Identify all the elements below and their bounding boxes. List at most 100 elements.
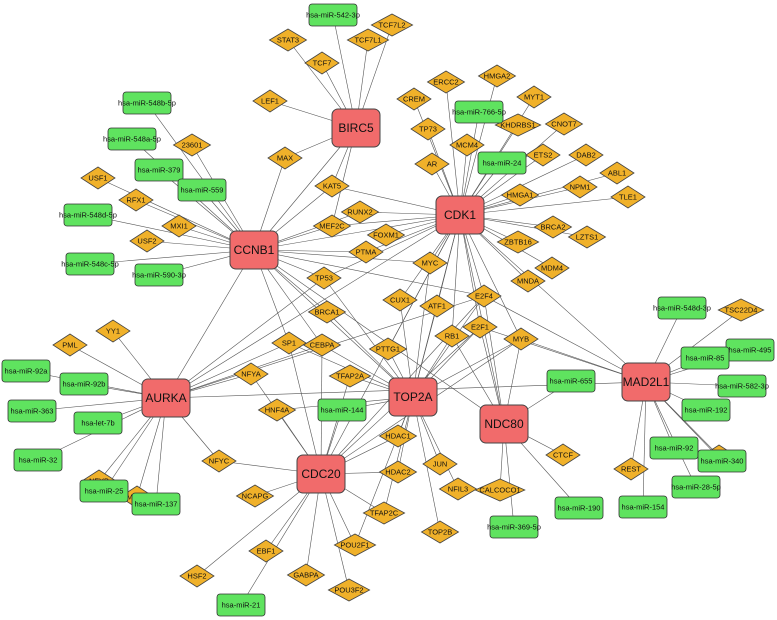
tf-node-cnot7[interactable]: CNOT7 [544,112,584,136]
tf-node-hdac2[interactable]: HDAC2 [378,460,418,484]
tf-node-mxi1[interactable]: MXI1 [161,214,197,238]
mirna-node-m137[interactable]: hsa-miR-137 [131,492,181,516]
mirna-node-m548c[interactable]: hsa-miR-548c-5p [61,252,119,276]
mirna-node-m590[interactable]: hsa-miR-590-3p [132,263,186,287]
tf-node-23601[interactable]: 23601 [172,133,212,157]
mirna-node-m192[interactable]: hsa-miR-192 [681,398,731,422]
hub-node-cdk1[interactable]: CDK1 [435,195,485,235]
tf-node-ar[interactable]: AR [414,152,450,176]
mirna-node-m25[interactable]: hsa-miR-25 [79,479,129,503]
tf-node-nfya[interactable]: NFYA [233,362,269,386]
tf-node-jun[interactable]: JUN [422,452,458,476]
mirna-node-m190[interactable]: hsa-miR-190 [554,496,604,520]
mirna-node-m144[interactable]: hsa-miR-144 [317,398,367,422]
mirna-node-m766[interactable]: hsa-miR-766-5p [452,100,506,124]
tf-node-tp73[interactable]: TP73 [410,117,446,141]
hub-node-aurka[interactable]: AURKA [141,378,191,418]
tf-node-rest[interactable]: REST [613,457,649,481]
hub-node-top2a[interactable]: TOP2A [388,377,438,417]
tf-node-brca2[interactable]: BRCA2 [533,215,573,239]
tf-node-tcf7[interactable]: TCF7 [304,51,340,75]
tf-node-lzts1[interactable]: LZTS1 [567,225,607,249]
mirna-node-m548b[interactable]: hsa-miR-548b-5p [118,91,176,115]
tf-node-hsf2[interactable]: HSF2 [179,564,215,588]
mirna-node-m548d3p[interactable]: hsa-miR-548d-3p [653,296,711,320]
tf-node-abl1[interactable]: ABL1 [599,161,635,185]
tf-node-rb1[interactable]: RB1 [434,324,470,348]
tf-node-brca1[interactable]: BRCA1 [307,300,347,324]
tf-node-calcoco1[interactable]: CALCOCO1 [474,478,526,502]
tf-node-lef1[interactable]: LEF1 [252,89,288,113]
hub-node-ndc80[interactable]: NDC80 [479,404,529,444]
mirna-node-m542[interactable]: hsa-miR-542-3p [306,3,360,27]
mirna-node-m655[interactable]: hsa-miR-655 [546,369,596,393]
tf-node-mnda[interactable]: MNDA [510,269,546,293]
tf-node-hmga1[interactable]: HMGA1 [500,183,540,207]
hub-node-mad2l1[interactable]: MAD2L1 [621,362,671,402]
tf-node-sp1[interactable]: SP1 [271,331,307,355]
tf-node-ncapg[interactable]: NCAPG [235,484,275,508]
tf-node-ercc2[interactable]: ERCC2 [426,70,466,94]
tf-node-runx2[interactable]: RUNX2 [340,200,380,224]
tf-node-tp53[interactable]: TP53 [306,266,342,290]
mirna-node-m28[interactable]: hsa-miR-28-5p [671,475,721,499]
tf-node-mcm4[interactable]: MCM4 [449,133,485,157]
tf-node-cebpa[interactable]: CEBPA [302,333,342,357]
tf-node-myt1[interactable]: MYT1 [516,85,552,109]
mirna-node-m369[interactable]: hsa-miR-369-5p [487,515,541,539]
mirna-node-m340[interactable]: hsa-miR-340 [697,449,747,473]
tf-node-tfap2c[interactable]: TFAP2C [362,501,406,525]
tf-node-nfil3[interactable]: NFIL3 [438,477,478,501]
tf-node-pttg1[interactable]: PTTG1 [368,337,408,361]
mirna-node-m548d[interactable]: hsa-miR-548d-5p [59,203,117,227]
mirna-node-m24[interactable]: hsa-miR-24 [477,151,527,175]
hub-node-cdc20[interactable]: CDC20 [296,454,346,494]
mirna-node-m92[interactable]: hsa-miR-92 [649,436,699,460]
tf-node-pou2f1[interactable]: POU2F1 [333,533,377,557]
tf-node-tfap2a[interactable]: TFAP2A [328,364,372,388]
tf-node-tcf7l2[interactable]: TCF7L2 [370,13,414,37]
tf-node-stat3[interactable]: STAT3 [268,28,308,52]
tf-node-dab2[interactable]: DAB2 [568,143,604,167]
mirna-node-m32[interactable]: hsa-miR-32 [13,448,63,472]
tf-node-myc[interactable]: MYC [412,251,448,275]
hub-node-ccnb1[interactable]: CCNB1 [229,230,279,270]
tf-node-kat5[interactable]: KAT5 [314,174,350,198]
tf-node-ets2[interactable]: ETS2 [525,143,561,167]
mirna-node-m92b[interactable]: hsa-miR-92b [59,372,109,396]
tf-node-cux1[interactable]: CUX1 [382,288,418,312]
tf-node-pml[interactable]: PML [52,333,88,357]
tf-node-ebf1[interactable]: EBF1 [248,539,284,563]
tf-node-gabpa[interactable]: GABPA [286,563,326,587]
tf-node-mdm4[interactable]: MDM4 [534,256,570,280]
tf-node-zbtb16[interactable]: ZBTB16 [496,230,540,254]
tf-node-atf1[interactable]: ATF1 [419,294,455,318]
tf-node-tcf7l1[interactable]: TCF7L1 [346,28,390,52]
tf-node-ctcf[interactable]: CTCF [545,443,581,467]
tf-node-hmga2[interactable]: HMGA2 [477,64,517,88]
tf-node-top2b[interactable]: TOP2B [420,520,460,544]
tf-node-crem[interactable]: CREM [396,87,432,111]
tf-node-foxm1[interactable]: FOXM1 [366,223,406,247]
mirna-node-m559[interactable]: hsa-miR-559 [177,178,227,202]
mirna-node-m363[interactable]: hsa-miR-363 [7,399,57,423]
tf-node-tle1[interactable]: TLE1 [610,185,646,209]
tf-node-mef2c[interactable]: MEF2C [312,214,352,238]
mirna-node-m379[interactable]: hsa-miR-379 [134,158,184,182]
tf-node-usf2[interactable]: USF2 [129,229,165,253]
tf-node-hdac1[interactable]: HDAC1 [378,424,418,448]
tf-node-tsc22d4[interactable]: TSC22D4 [717,298,765,322]
tf-node-khdrbs1[interactable]: KHDRBS1 [494,113,542,137]
tf-node-ptma[interactable]: PTMA [348,240,384,264]
mirna-node-m92a[interactable]: hsa-miR-92a [1,359,51,383]
hub-node-birc5[interactable]: BIRC5 [331,108,381,148]
mirna-node-m548a[interactable]: hsa-miR-548a-5p [103,127,161,151]
mirna-node-m495[interactable]: hsa-miR-495 [725,338,775,362]
mirna-node-m154[interactable]: hsa-miR-154 [618,495,668,519]
tf-node-rfx1[interactable]: RFX1 [118,188,154,212]
mirna-node-m582[interactable]: hsa-miR-582-3p [715,374,769,398]
mirna-node-let7b[interactable]: hsa-let-7b [73,411,123,435]
tf-node-hnf4a[interactable]: HNF4A [257,398,297,422]
tf-node-npm1[interactable]: NPM1 [562,175,598,199]
tf-node-e2f1[interactable]: E2F1 [462,315,498,339]
